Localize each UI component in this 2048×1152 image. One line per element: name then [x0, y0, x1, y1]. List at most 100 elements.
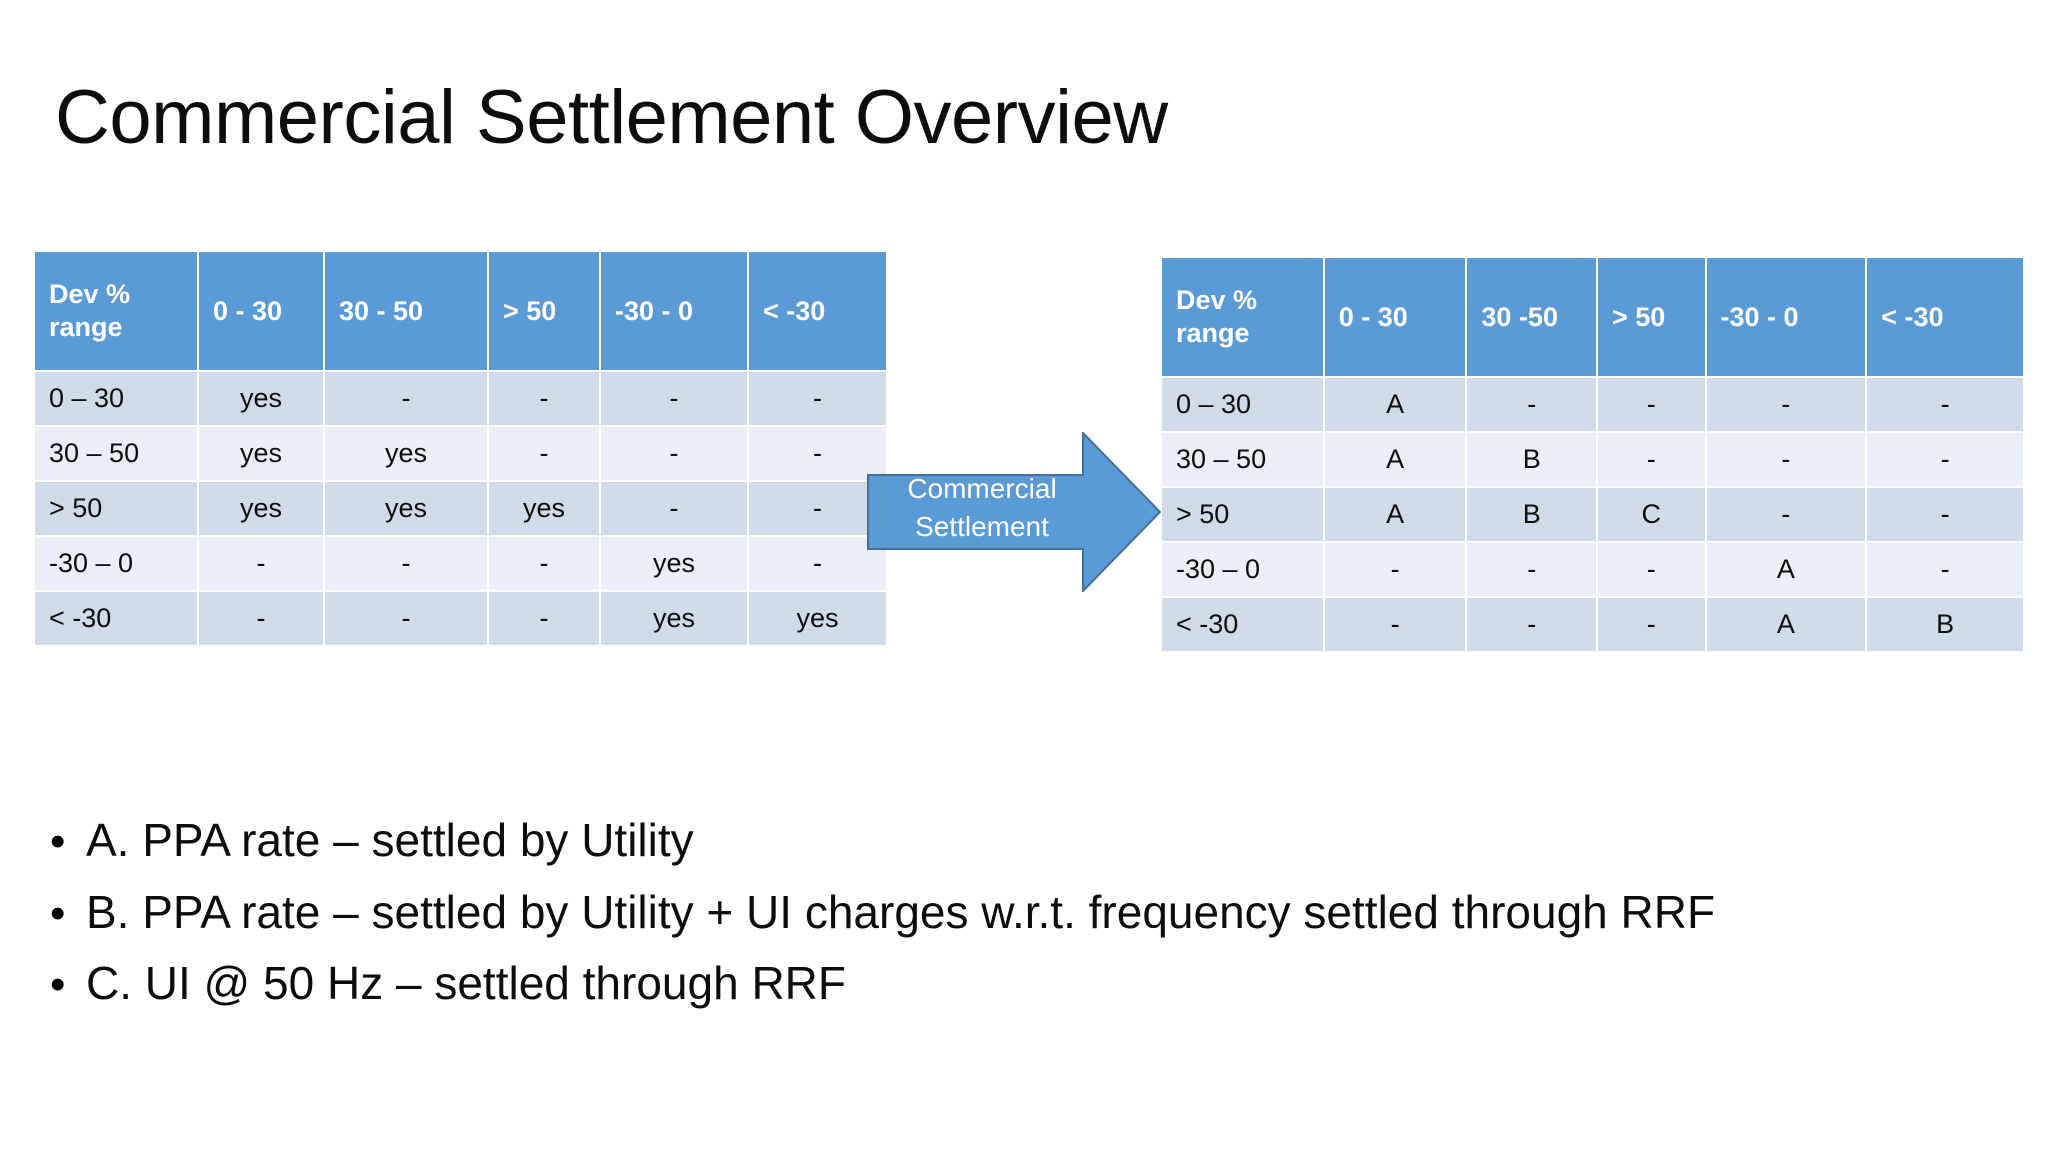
list-item-text: C. UI @ 50 Hz – settled through RRF	[86, 957, 846, 1010]
table-cell: -	[1598, 378, 1705, 431]
table-cell: -	[601, 427, 747, 480]
column-header-dev-range: Dev % range	[1162, 258, 1323, 376]
table-cell: A	[1324, 433, 1466, 486]
table-row: > 50 yes yes yes - -	[35, 482, 886, 535]
column-header-lt-neg30: < -30	[1867, 258, 2023, 376]
table-cell: A	[1706, 543, 1866, 596]
table-cell: -	[1598, 543, 1705, 596]
table-cell: -	[489, 427, 599, 480]
table-cell: -	[489, 592, 599, 645]
table-cell: -	[1467, 378, 1596, 431]
table-cell: -	[489, 372, 599, 425]
column-header-30-50: 30 -50	[1467, 258, 1596, 376]
table-cell: -	[199, 537, 323, 590]
table-cell: -	[1598, 598, 1705, 651]
table-cell: -	[1324, 598, 1466, 651]
table-header-row: Dev % range 0 - 30 30 -50 > 50 -30 - 0 <…	[1162, 258, 2023, 376]
table-cell: -	[1467, 543, 1596, 596]
table-cell: -	[601, 482, 747, 535]
table-cell: A	[1324, 378, 1466, 431]
table-cell: A	[1324, 488, 1466, 541]
table-cell: yes	[325, 482, 487, 535]
table-row: < -30 - - - yes yes	[35, 592, 886, 645]
column-header-gt-50: > 50	[1598, 258, 1705, 376]
column-header-gt-50: > 50	[489, 252, 599, 370]
column-header-lt-neg30: < -30	[749, 252, 886, 370]
table-cell: yes	[749, 592, 886, 645]
row-label: > 50	[35, 482, 197, 535]
list-item: • C. UI @ 50 Hz – settled through RRF	[50, 958, 2040, 1010]
column-header-0-30: 0 - 30	[1324, 258, 1466, 376]
table-cell: -	[1867, 378, 2023, 431]
table-cell: -	[1706, 378, 1866, 431]
table-cell: B	[1867, 598, 2023, 651]
table-cell: -	[601, 372, 747, 425]
row-label: 0 – 30	[35, 372, 197, 425]
table-row: -30 – 0 - - - A -	[1162, 543, 2023, 596]
table-row: < -30 - - - A B	[1162, 598, 2023, 651]
list-item-text: B. PPA rate – settled by Utility + UI ch…	[86, 885, 1716, 938]
list-item-text: A. PPA rate – settled by Utility	[86, 814, 694, 866]
table-cell: yes	[325, 427, 487, 480]
table-header-right: Dev % range 0 - 30 30 -50 > 50 -30 - 0 <…	[1162, 258, 2023, 376]
table-cell: -	[489, 537, 599, 590]
table-cell: A	[1706, 598, 1866, 651]
row-label: 30 – 50	[1162, 433, 1323, 486]
deviation-eligibility-table: Dev % range 0 - 30 30 - 50 > 50 -30 - 0 …	[33, 250, 888, 647]
row-label: 0 – 30	[1162, 378, 1323, 431]
row-label: < -30	[35, 592, 197, 645]
table-cell: yes	[199, 427, 323, 480]
right-arrow-icon	[867, 432, 1161, 592]
table-cell: -	[749, 372, 886, 425]
table-cell: -	[1706, 433, 1866, 486]
table-row: 0 – 30 A - - - -	[1162, 378, 2023, 431]
row-label: > 50	[1162, 488, 1323, 541]
column-header-neg30-0: -30 - 0	[601, 252, 747, 370]
table-body-right: 0 – 30 A - - - - 30 – 50 A B - - - > 50 …	[1162, 378, 2023, 651]
bullet-dot-icon: •	[50, 888, 66, 938]
row-label: < -30	[1162, 598, 1323, 651]
table-row: 30 – 50 yes yes - - -	[35, 427, 886, 480]
commercial-settlement-table: Dev % range 0 - 30 30 -50 > 50 -30 - 0 <…	[1160, 256, 2025, 653]
table-cell: -	[1467, 598, 1596, 651]
table-cell: -	[749, 482, 886, 535]
table-row: 30 – 50 A B - - -	[1162, 433, 2023, 486]
legend-bullet-list: • A. PPA rate – settled by Utility • B. …	[50, 814, 2040, 1030]
bullet-dot-icon: •	[50, 817, 66, 866]
row-label: -30 – 0	[35, 537, 197, 590]
row-label: -30 – 0	[1162, 543, 1323, 596]
table-cell: B	[1467, 488, 1596, 541]
table-cell: yes	[199, 372, 323, 425]
table-row: > 50 A B C - -	[1162, 488, 2023, 541]
row-label: 30 – 50	[35, 427, 197, 480]
table-cell: B	[1467, 433, 1596, 486]
table-cell: -	[749, 427, 886, 480]
table-cell: -	[325, 592, 487, 645]
table-cell: yes	[489, 482, 599, 535]
table-cell: -	[325, 537, 487, 590]
table-cell: -	[1324, 543, 1466, 596]
table-cell: -	[1598, 433, 1705, 486]
column-header-dev-range: Dev % range	[35, 252, 197, 370]
list-item: • A. PPA rate – settled by Utility	[50, 814, 2040, 867]
column-header-0-30: 0 - 30	[199, 252, 323, 370]
table-cell: yes	[601, 537, 747, 590]
table-cell: -	[1706, 488, 1866, 541]
table-cell: C	[1598, 488, 1705, 541]
table-header-left: Dev % range 0 - 30 30 - 50 > 50 -30 - 0 …	[35, 252, 886, 370]
table-cell: -	[1867, 543, 2023, 596]
table-cell: yes	[199, 482, 323, 535]
table-cell: -	[325, 372, 487, 425]
list-item: • B. PPA rate – settled by Utility + UI …	[50, 885, 2040, 939]
column-header-neg30-0: -30 - 0	[1706, 258, 1866, 376]
table-row: -30 – 0 - - - yes -	[35, 537, 886, 590]
column-header-30-50: 30 - 50	[325, 252, 487, 370]
table-cell: -	[749, 537, 886, 590]
page-title: Commercial Settlement Overview	[55, 75, 1168, 160]
table-cell: -	[1867, 433, 2023, 486]
bullet-dot-icon: •	[50, 960, 66, 1010]
table-cell: -	[1867, 488, 2023, 541]
table-cell: yes	[601, 592, 747, 645]
table-row: 0 – 30 yes - - - -	[35, 372, 886, 425]
table-body-left: 0 – 30 yes - - - - 30 – 50 yes yes - - -…	[35, 372, 886, 645]
